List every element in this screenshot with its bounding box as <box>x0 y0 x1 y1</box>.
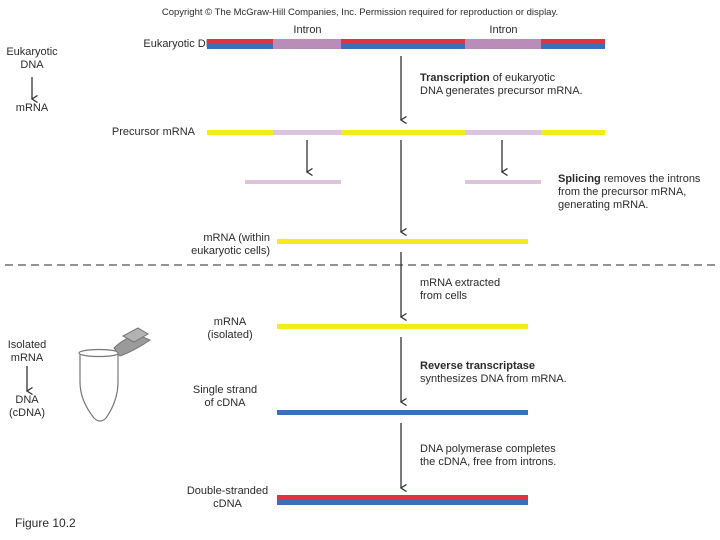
step-dna-polymerase: DNA polymerase completes the cDNA, free … <box>420 443 557 468</box>
label-precursor-mrna: Precursor mRNA <box>111 126 195 138</box>
dna-exon-1-top <box>207 39 273 44</box>
dna-intron-1-bottom <box>273 44 341 49</box>
summary-top-from: Eukaryotic DNA <box>6 46 58 71</box>
dna-intron-2-top <box>465 39 541 44</box>
precursor-mrna-strand <box>207 130 605 135</box>
step-splicing-bold: Splicing <box>558 173 601 185</box>
summary-top-to: mRNA <box>15 102 49 114</box>
dna-exon-3-top <box>541 39 605 44</box>
process-arrows <box>27 56 502 488</box>
dna-intron-1-top <box>273 39 341 44</box>
tube-body <box>79 353 119 422</box>
step-splicing-rest: removes the introns from the precursor m… <box>558 173 701 211</box>
pre-mrna-intron-2 <box>465 130 541 135</box>
removed-intron-1 <box>245 180 341 184</box>
step-splicing: Splicing removes the introns from the pr… <box>558 173 700 212</box>
step-reverse-transcriptase: Reverse transcriptase synthesizes DNA fr… <box>420 360 567 386</box>
tube-cap <box>113 333 152 357</box>
label-intron-2: Intron <box>489 24 518 36</box>
dna-exon-3-bottom <box>541 44 605 49</box>
pre-mrna-intron-1 <box>273 130 341 135</box>
step-reverse-bold: Reverse transcriptase <box>420 360 535 372</box>
step-transcription-bold: Transcription <box>420 72 490 84</box>
pre-mrna-exon-2 <box>341 130 465 135</box>
tube-cap-top <box>121 327 149 343</box>
pre-mrna-exon-1 <box>207 130 273 135</box>
dna-exon-2-bottom <box>341 44 465 49</box>
removed-intron-2 <box>465 180 541 184</box>
step-reverse-rest: synthesizes DNA from mRNA. <box>420 373 567 385</box>
dna-exon-1-bottom <box>207 44 273 49</box>
step-mrna-extracted: mRNA extracted from cells <box>420 277 501 302</box>
double-cdna-top-strand <box>277 495 528 500</box>
figure-label: Figure 10.2 <box>15 516 76 530</box>
copyright-notice: Copyright © The McGraw-Hill Companies, I… <box>161 7 559 18</box>
eukaryotic-dna-strand <box>207 39 605 49</box>
dna-intron-2-bottom <box>465 44 541 49</box>
label-double-stranded-cdna: Double-stranded cDNA <box>186 485 269 510</box>
double-cdna-bottom-strand <box>277 500 528 505</box>
summary-bottom-from: Isolated mRNA <box>7 339 47 364</box>
label-mrna-isolated: mRNA (isolated) <box>207 316 253 341</box>
label-intron-1: Intron <box>293 24 322 36</box>
summary-bottom-to: DNA (cDNA) <box>8 394 46 419</box>
pre-mrna-exon-3 <box>541 130 605 135</box>
label-single-strand-cdna: Single strand of cDNA <box>192 384 258 409</box>
step-transcription-rest: of eukaryotic DNA generates precursor mR… <box>420 72 583 97</box>
dna-exon-2-top <box>341 39 465 44</box>
step-transcription: Transcription of eukaryotic DNA generate… <box>420 72 583 98</box>
mature-mrna-strand <box>277 239 528 244</box>
isolated-mrna-strand <box>277 324 528 329</box>
single-strand-cdna <box>277 410 528 415</box>
microcentrifuge-tube-icon <box>78 327 152 422</box>
label-mrna-within-cells: mRNA (within eukaryotic cells) <box>191 232 270 257</box>
tube-rim <box>78 348 120 358</box>
